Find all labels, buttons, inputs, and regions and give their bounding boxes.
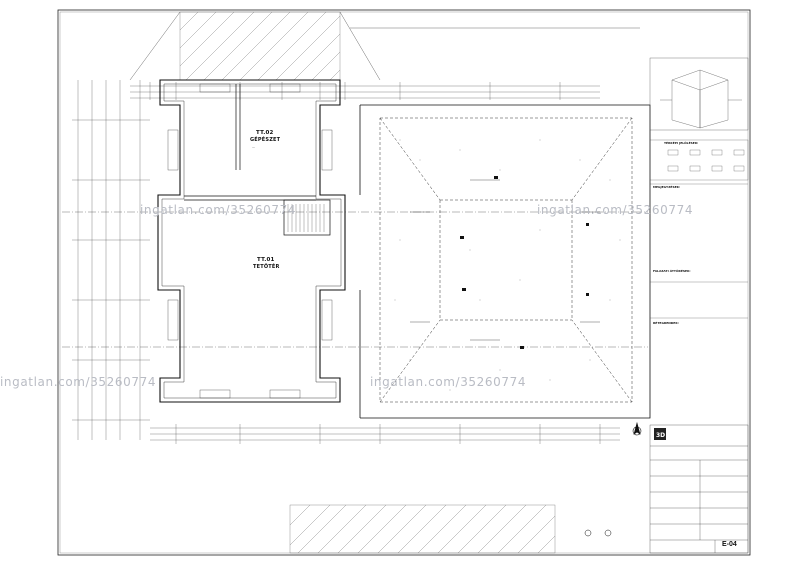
left-building-walls bbox=[157, 79, 346, 403]
legend-materials-heading: RÉTEGRENDEK: bbox=[653, 321, 679, 325]
watermark-3: ingatlan.com/35260774 bbox=[0, 375, 157, 389]
room-tt02-sub: GÉPÉSZET bbox=[250, 137, 281, 143]
room-tt02-name: TT.02 bbox=[256, 130, 274, 136]
sheet-number: E-04 bbox=[722, 541, 737, 548]
north-arrow-icon bbox=[632, 421, 642, 436]
room-tt01-name: TT.01 bbox=[257, 257, 275, 263]
svg-text:3D: 3D bbox=[656, 432, 665, 439]
watermark-1: ingatlan.com/35260774 bbox=[140, 203, 297, 217]
watermark-4: ingatlan.com/35260774 bbox=[370, 375, 527, 389]
legend-title: TÉRKÉPI JELÖLÉSEK: bbox=[664, 141, 699, 145]
room-tt01-sub: TETŐTÉR bbox=[253, 264, 280, 270]
legend-axonometric-diagram bbox=[649, 57, 749, 131]
watermark-2: ingatlan.com/35260774 bbox=[537, 203, 694, 217]
legend-notes-heading: MEGJEGYZÉSEK: bbox=[653, 185, 681, 189]
company-logo-icon: 3D bbox=[654, 428, 666, 440]
hatched-roof-top bbox=[179, 11, 341, 81]
roof-outline bbox=[379, 117, 633, 403]
legend-openings-heading: FALAZATI ÁTTÖRÉSEK: bbox=[653, 269, 691, 273]
room-tt02-detail: — bbox=[252, 145, 255, 149]
